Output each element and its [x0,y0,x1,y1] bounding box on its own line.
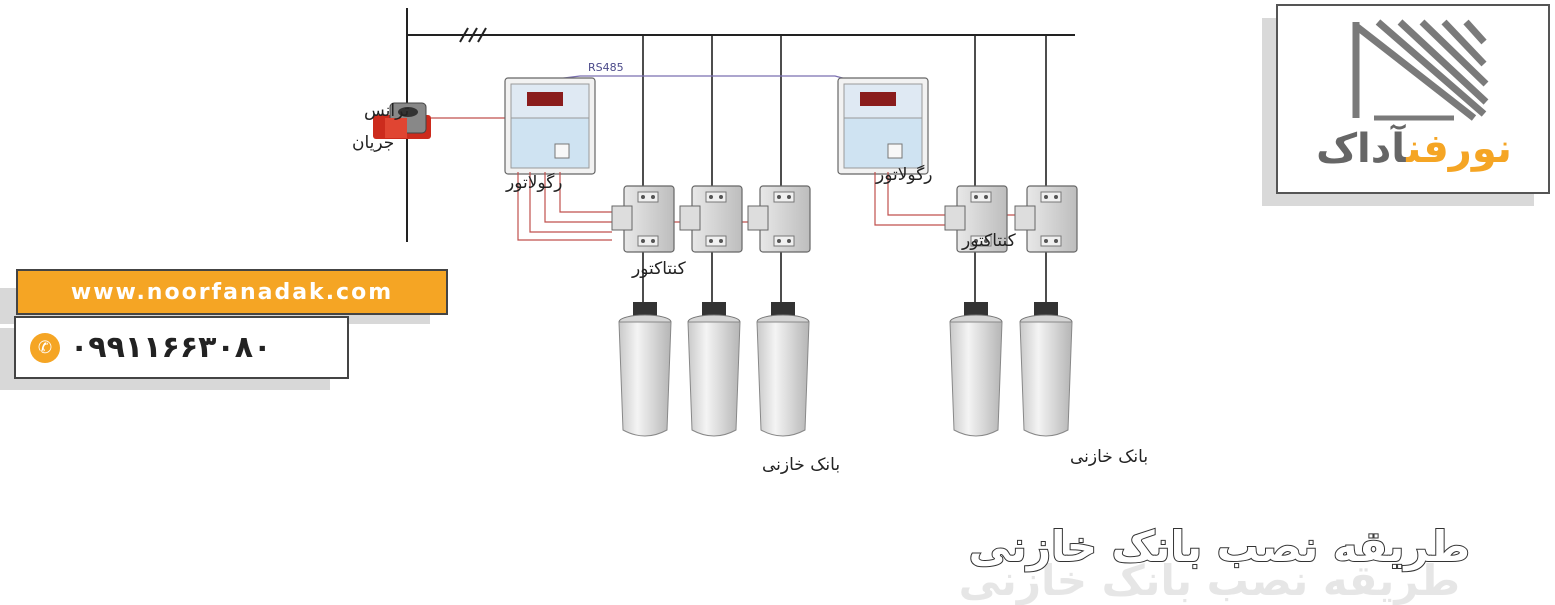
contactor-5 [1014,185,1078,253]
regulator-label-1: رگولاتور [505,172,563,193]
website-badge[interactable]: www.noorfanadak.com [16,269,448,315]
contactor-label-1: کنتاکتور [631,259,687,279]
phone-badge[interactable]: ✆ ۰۹۹۱۱۶۶۳۰۸۰ [14,316,349,379]
ct-label-line2: جریان [352,133,394,153]
logo-text-orange: نورفن [1406,126,1512,172]
website-text[interactable]: www.noorfanadak.com [70,279,394,305]
logo-wordmark: نورفنآداک [1300,126,1528,172]
capacitor-2 [687,301,741,437]
capacitor-1 [618,301,672,437]
contactor-1 [611,185,675,253]
current-transformer [373,102,431,139]
three-phase-mark [459,27,487,43]
phone-number[interactable]: ۰۹۹۱۱۶۶۳۰۸۰ [70,330,272,365]
capacitor-label-2: بانک خازنی [1070,447,1148,467]
regulator-1 [504,77,596,175]
logo-rays-icon [1352,19,1489,121]
page-title-reflection: طریقه نصب بانک خازنی [958,556,1460,605]
regulator-label-2: رگولاتور [875,164,933,185]
brand-logo [1276,4,1550,194]
ct-label-line1: ترانس [364,101,410,121]
phone-icon: ✆ [30,332,60,363]
page-title: طریقه نصب بانک خازنی [968,521,1471,572]
contactor-2 [679,185,743,253]
capacitor-5 [1019,301,1073,437]
rs485-label: RS485 [588,61,624,74]
contactor-label-2: کنتاکتور [961,231,1017,251]
capacitor-4 [949,301,1003,437]
capacitor-3 [756,301,810,437]
capacitor-label-1: بانک خازنی [762,455,840,475]
logo-text-gray: آداک [1316,126,1407,172]
contactor-3 [747,185,811,253]
regulator-2 [837,77,929,175]
feeder-drops [642,35,1047,305]
